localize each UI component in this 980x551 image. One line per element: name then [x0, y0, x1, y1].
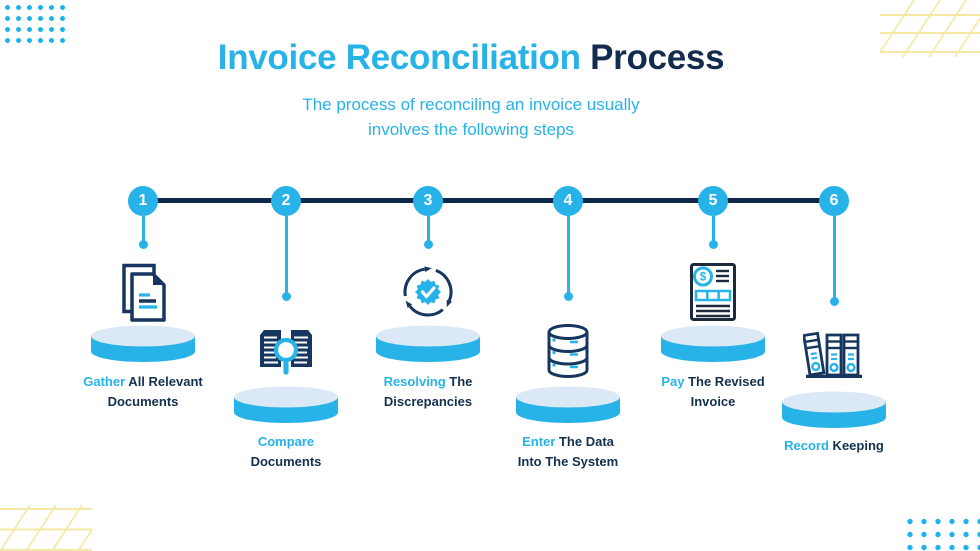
step-1: 1 Gather All Relevant Documents: [68, 186, 218, 516]
invoice-dollar-icon: $: [690, 263, 736, 321]
pedestal-platform: [376, 325, 480, 362]
step-5-number-badge: 5: [698, 186, 728, 216]
compare-documents-magnifier-icon: [260, 330, 312, 375]
connector-dot: [708, 240, 718, 249]
pedestal-platform: [661, 325, 765, 362]
pedestal-platform: [234, 386, 338, 423]
step-3-number-badge: 3: [413, 186, 443, 216]
step-2: 2: [211, 186, 361, 516]
step-5: 5 $ Pay The Revised Invoice: [638, 186, 788, 516]
connector-stem: [566, 216, 570, 293]
pedestal-platform: [91, 325, 195, 362]
step-label: Pay The Revised Invoice: [661, 374, 765, 409]
title-rest: Process: [580, 38, 725, 77]
title-highlight: Invoice Reconciliation: [217, 38, 581, 77]
step-6-number-badge: 6: [819, 186, 849, 216]
connector-stem: [284, 216, 288, 293]
stacked-documents-icon: [122, 263, 166, 322]
header: Invoice Reconciliation Process The proce…: [0, 38, 942, 142]
connector-dot: [281, 292, 291, 301]
page-title: Invoice Reconciliation Process: [0, 38, 942, 78]
diagonal-lattice-decoration-top-right: [880, 0, 980, 57]
page-subtitle: The process of reconciling an invoice us…: [302, 95, 640, 139]
connector-stem: [832, 216, 836, 298]
step-label: Record Keeping: [784, 438, 884, 453]
pedestal-platform: [516, 386, 620, 423]
step-4: 4: [493, 186, 643, 516]
step-4-number-badge: 4: [553, 186, 583, 216]
approval-sync-icon: [402, 264, 456, 320]
connector-stem: [426, 216, 430, 241]
step-label: Compare Documents: [250, 434, 322, 469]
connector-dot: [138, 240, 148, 249]
step-label: Resolving The Discrepancies: [383, 374, 473, 409]
connector-dot: [563, 292, 573, 301]
connector-stem: [711, 216, 715, 241]
step-label: Enter The Data Into The System: [517, 434, 619, 469]
dot-grid-decoration-bottom-right: [903, 515, 980, 551]
connector-dot: [423, 240, 433, 249]
step-1-number-badge: 1: [128, 186, 158, 216]
step-3: 3 Resolving The Discrepanci: [353, 186, 503, 516]
dot-grid-decoration-top-left: [2, 2, 68, 44]
step-6: 6: [759, 186, 909, 516]
pedestal-platform: [782, 391, 886, 428]
binders-archive-icon: [803, 331, 862, 379]
dollar-glyph: $: [700, 272, 707, 284]
step-2-number-badge: 2: [271, 186, 301, 216]
diagonal-lattice-decoration-bottom-left: [0, 505, 92, 551]
connector-dot: [829, 297, 839, 306]
database-icon: [547, 324, 589, 378]
timeline-line: [143, 198, 835, 203]
connector-stem: [141, 216, 145, 241]
step-label: Gather All Relevant Documents: [83, 374, 203, 409]
